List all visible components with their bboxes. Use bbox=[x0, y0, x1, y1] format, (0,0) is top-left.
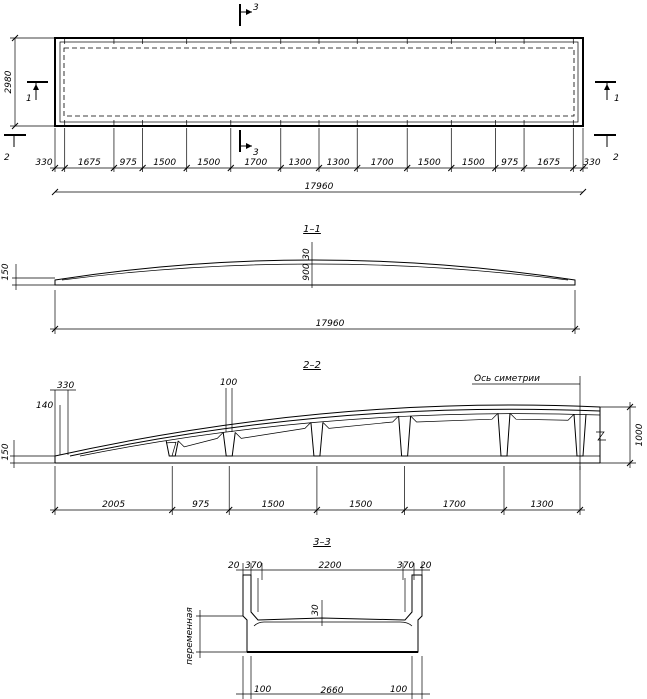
plan-segment-dim: 1700 bbox=[244, 158, 267, 168]
plan-segment-dim: 1675 bbox=[78, 158, 101, 168]
section-2-2-haunch bbox=[410, 412, 499, 423]
plan-dim-tick bbox=[183, 164, 191, 172]
plan-dim-tick bbox=[227, 164, 235, 172]
plan-dimension-chain: 330 1675 975 1500 1500 1700 1300 1300 1700 1500 15… bbox=[35, 128, 601, 172]
plan-segment-dim: 975 bbox=[501, 158, 518, 168]
plan-segment-dim: 1700 bbox=[371, 158, 394, 168]
plan-dim-tick bbox=[492, 164, 499, 172]
plan-segment-dim: 1500 bbox=[197, 158, 220, 168]
plan-segment-dim: 1675 bbox=[537, 158, 560, 168]
section-2-2-dim-tick bbox=[313, 506, 321, 514]
section-2-2-segment-dim: 1700 bbox=[443, 500, 466, 510]
plan-segment-dim: 975 bbox=[120, 158, 137, 168]
section-1-1-rise: 900 bbox=[302, 263, 312, 280]
section-1-1-left-height: 150 bbox=[1, 263, 11, 280]
plan-segment-dim: 330 bbox=[35, 158, 52, 168]
section-2-2-dim-tick bbox=[576, 506, 584, 514]
plan-segment-dim: 1500 bbox=[462, 158, 485, 168]
section-1-1-profile bbox=[54, 259, 576, 286]
section-2-2-haunch bbox=[177, 432, 224, 448]
section-2-2-rib bbox=[310, 422, 324, 457]
plan-segment-dim: 1300 bbox=[327, 158, 350, 168]
section-2-2-segment-dim: 1500 bbox=[349, 500, 372, 510]
symmetry-axis-label: Ось симетрии bbox=[474, 374, 540, 384]
plan-dim-tick bbox=[520, 164, 528, 172]
section-1-1-title: 1–1 bbox=[303, 224, 321, 235]
section-3-3-bot-100-right: 100 bbox=[390, 685, 407, 695]
section-2-2-haunch bbox=[509, 412, 575, 421]
section-3-3-top-20-left: 20 bbox=[228, 561, 240, 571]
plan-segment-dim: 1300 bbox=[288, 158, 311, 168]
section-2-2-dim-330: 330 bbox=[57, 381, 74, 391]
cut-1-left-label: 1 bbox=[26, 94, 32, 104]
section-3-3-profile bbox=[242, 574, 423, 653]
plan-dim-tick bbox=[51, 164, 59, 172]
plan-segment-dim: 1500 bbox=[153, 158, 176, 168]
plan-height-dim: 2980 bbox=[4, 70, 14, 93]
section-3-3-top-20-right: 20 bbox=[420, 561, 432, 571]
plan-segment-dim: 1500 bbox=[418, 158, 441, 168]
section-2-2-rib bbox=[222, 432, 236, 457]
section-2-2-dim-tick bbox=[225, 506, 233, 514]
section-2-2-rib bbox=[165, 440, 179, 457]
cut-2-left-label: 2 bbox=[4, 153, 10, 163]
plan-total-dim: 17960 bbox=[305, 182, 334, 192]
section-3-3-bot-100-left: 100 bbox=[254, 685, 271, 695]
section-2-2-dim-tick bbox=[401, 506, 408, 514]
plan-segment-dim: 330 bbox=[583, 158, 600, 168]
section-3-3-top-width: 2200 bbox=[319, 561, 342, 571]
plan-rib-ticks bbox=[64, 38, 574, 126]
section-2-2-title: 2–2 bbox=[303, 360, 321, 371]
section-2-2-dim-140: 140 bbox=[36, 401, 53, 411]
plan-outline bbox=[54, 37, 584, 127]
plan-dim-tick bbox=[403, 164, 411, 172]
plan-inner-outline bbox=[59, 41, 579, 123]
section-2-2-dim-tick bbox=[51, 506, 59, 514]
section-3-3-top-370-left: 370 bbox=[245, 561, 262, 571]
plan-dim-tick bbox=[447, 164, 455, 172]
section-2-2-first-panel bbox=[166, 441, 177, 457]
plan-view: 2980 1 1 2 2 3 3 330 1675 975 1500 1500 1700 1… bbox=[4, 3, 620, 196]
section-2-2-segment-dim: 1500 bbox=[262, 500, 285, 510]
section-2-2-segment-dim: 975 bbox=[192, 500, 209, 510]
section-2-2-dim-100: 100 bbox=[220, 378, 237, 388]
section-2-2-segment-dim: 2005 bbox=[102, 500, 125, 510]
plan-dim-tick bbox=[353, 164, 361, 172]
plan-dashed-outline bbox=[63, 47, 575, 117]
section-3-3-title: 3–3 bbox=[313, 537, 331, 548]
section-2-2-ribs bbox=[165, 412, 587, 457]
plan-dim-tick bbox=[61, 164, 69, 172]
section-3-3-top-370-right: 370 bbox=[397, 561, 414, 571]
section-3-3-variable-label: переменная bbox=[185, 607, 195, 665]
section-3-3: 3–3 20 370 2200 370 20 30 переменная bbox=[185, 537, 432, 699]
cut-3-top-label: 3 bbox=[253, 3, 259, 13]
plan-dim-tick bbox=[139, 164, 146, 172]
section-2-2-dim-tick bbox=[500, 506, 508, 514]
section-1-1: 1–1 30 900 150 17960 bbox=[1, 224, 580, 334]
section-1-1-total: 17960 bbox=[316, 319, 345, 329]
cut-2-right-label: 2 bbox=[613, 153, 619, 163]
section-2-2-rib bbox=[398, 415, 412, 457]
section-2-2-segment-dim: 1300 bbox=[531, 500, 554, 510]
plan-dim-tick bbox=[110, 164, 118, 172]
cut-3-mid-label: 3 bbox=[253, 148, 259, 158]
section-2-2-haunch bbox=[322, 415, 399, 429]
cut-1-right-label: 1 bbox=[614, 94, 620, 104]
plan-dim-tick bbox=[277, 164, 285, 172]
section-2-2: 2–2 330 140 150 100 Ось симетрии bbox=[1, 360, 645, 515]
section-2-2-dim-150: 150 bbox=[1, 443, 11, 460]
section-2-2-dim-tick bbox=[168, 506, 176, 514]
section-3-3-mid-30: 30 bbox=[311, 604, 321, 616]
section-2-2-dimension-chain: 2005 975 1500 1500 1700 1300 bbox=[50, 466, 585, 515]
plan-dim-tick bbox=[579, 164, 587, 172]
section-2-2-height: 1000 bbox=[635, 423, 645, 446]
section-2-2-haunch bbox=[234, 422, 312, 439]
section-2-2-rib bbox=[497, 413, 511, 457]
section-3-3-bot-width: 2660 bbox=[321, 686, 344, 696]
section-1-1-top-gap: 30 bbox=[302, 248, 312, 260]
plan-dim-tick bbox=[569, 164, 577, 172]
plan-dim-tick bbox=[315, 164, 323, 172]
